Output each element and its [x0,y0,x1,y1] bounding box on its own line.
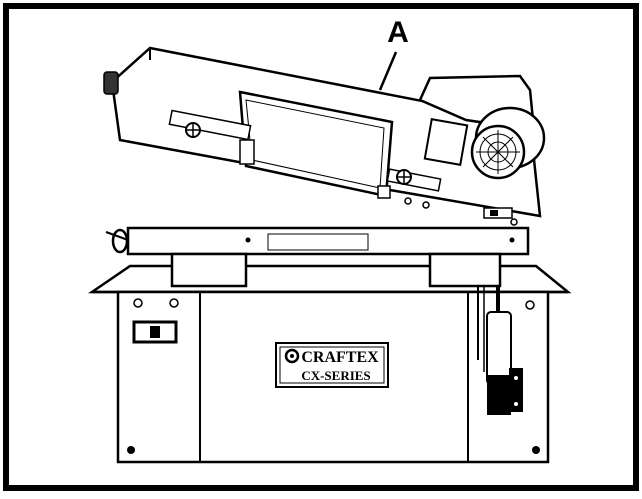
power-switch-rocker [150,326,160,338]
callout-a: A [378,16,409,91]
bolt-hole [525,300,535,310]
vise-block [170,252,248,288]
nameplate-model: CX-SERIES [301,368,370,383]
bolt-hole [133,298,143,308]
nameplate: CRAFTEX CX-SERIES [275,342,389,388]
vise-block [428,252,502,288]
vise-handwheel-icon [111,228,129,254]
bolt-hole [169,298,179,308]
tension-knob-icon [103,71,119,95]
foot-bolt [532,446,540,454]
craftex-logo-icon [284,348,300,364]
motor [470,106,546,180]
foot-bolt [127,446,135,454]
callout-label: A [387,16,409,49]
blade-guide-left [168,109,255,165]
saw-bed [105,226,530,288]
blade-guide-right [377,168,442,199]
motor-junction-box [423,118,469,166]
cylinder-mount [487,375,511,415]
saw-head [103,46,546,226]
callout-leader-line [378,51,398,91]
nameplate-brand: CRAFTEX [301,349,379,366]
